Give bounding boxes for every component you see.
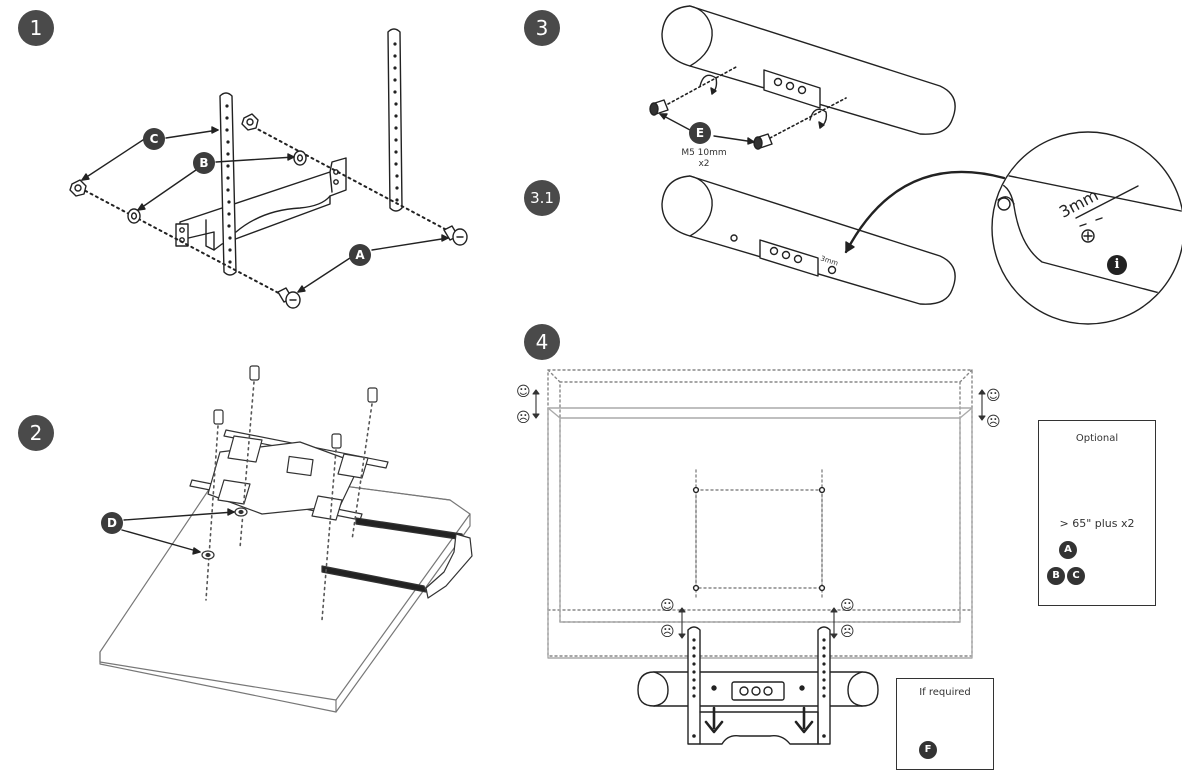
if-required-callout-f: F bbox=[919, 741, 937, 759]
if-required-title: If required bbox=[919, 687, 971, 698]
info-icon: i bbox=[1107, 255, 1127, 275]
smiley-face-icon: ☺ bbox=[516, 384, 531, 400]
step2-mount-plate bbox=[189, 365, 473, 621]
step4-tv bbox=[532, 369, 986, 745]
screw-spec-label: M5 10mm x2 bbox=[672, 148, 736, 170]
callout-b: B bbox=[193, 152, 215, 174]
step-number-3-1: 3.1 bbox=[524, 180, 560, 216]
magnifier-detail bbox=[991, 131, 1182, 325]
callout-e: E bbox=[689, 122, 711, 144]
if-required-box: If required F bbox=[896, 678, 994, 770]
step2-callout-arrows bbox=[121, 508, 235, 555]
step-number-2: 2 bbox=[18, 415, 54, 451]
step-number-4: 4 bbox=[524, 324, 560, 360]
sad-face-icon: ☹ bbox=[840, 624, 855, 640]
optional-callout-a: A bbox=[1059, 541, 1077, 559]
sad-face-icon: ☹ bbox=[660, 624, 675, 640]
smiley-face-icon: ☺ bbox=[840, 598, 855, 614]
callout-a: A bbox=[349, 244, 371, 266]
optional-callout-c: C bbox=[1067, 567, 1085, 585]
step-number-1: 1 bbox=[18, 10, 54, 46]
callout-d: D bbox=[101, 512, 123, 534]
sad-face-icon: ☹ bbox=[986, 414, 1001, 430]
screw-spec: M5 10mm bbox=[681, 148, 727, 158]
smiley-face-icon: ☺ bbox=[986, 388, 1001, 404]
step3-soundbar bbox=[649, 5, 956, 150]
optional-parts-box: Optional > 65" plus x2 A B C bbox=[1038, 420, 1156, 606]
callout-c: C bbox=[143, 128, 165, 150]
step1-bracket-assembly bbox=[69, 28, 468, 309]
step-number-3: 3 bbox=[524, 10, 560, 46]
sad-face-icon: ☹ bbox=[516, 410, 531, 426]
size-requirement-label: > 65" plus x2 bbox=[1059, 517, 1135, 530]
smiley-face-icon: ☺ bbox=[660, 598, 675, 614]
step3-1-soundbar bbox=[661, 170, 1006, 305]
screw-quantity: x2 bbox=[698, 159, 710, 169]
optional-box-title: Optional bbox=[1075, 433, 1119, 444]
optional-callout-b: B bbox=[1047, 567, 1065, 585]
